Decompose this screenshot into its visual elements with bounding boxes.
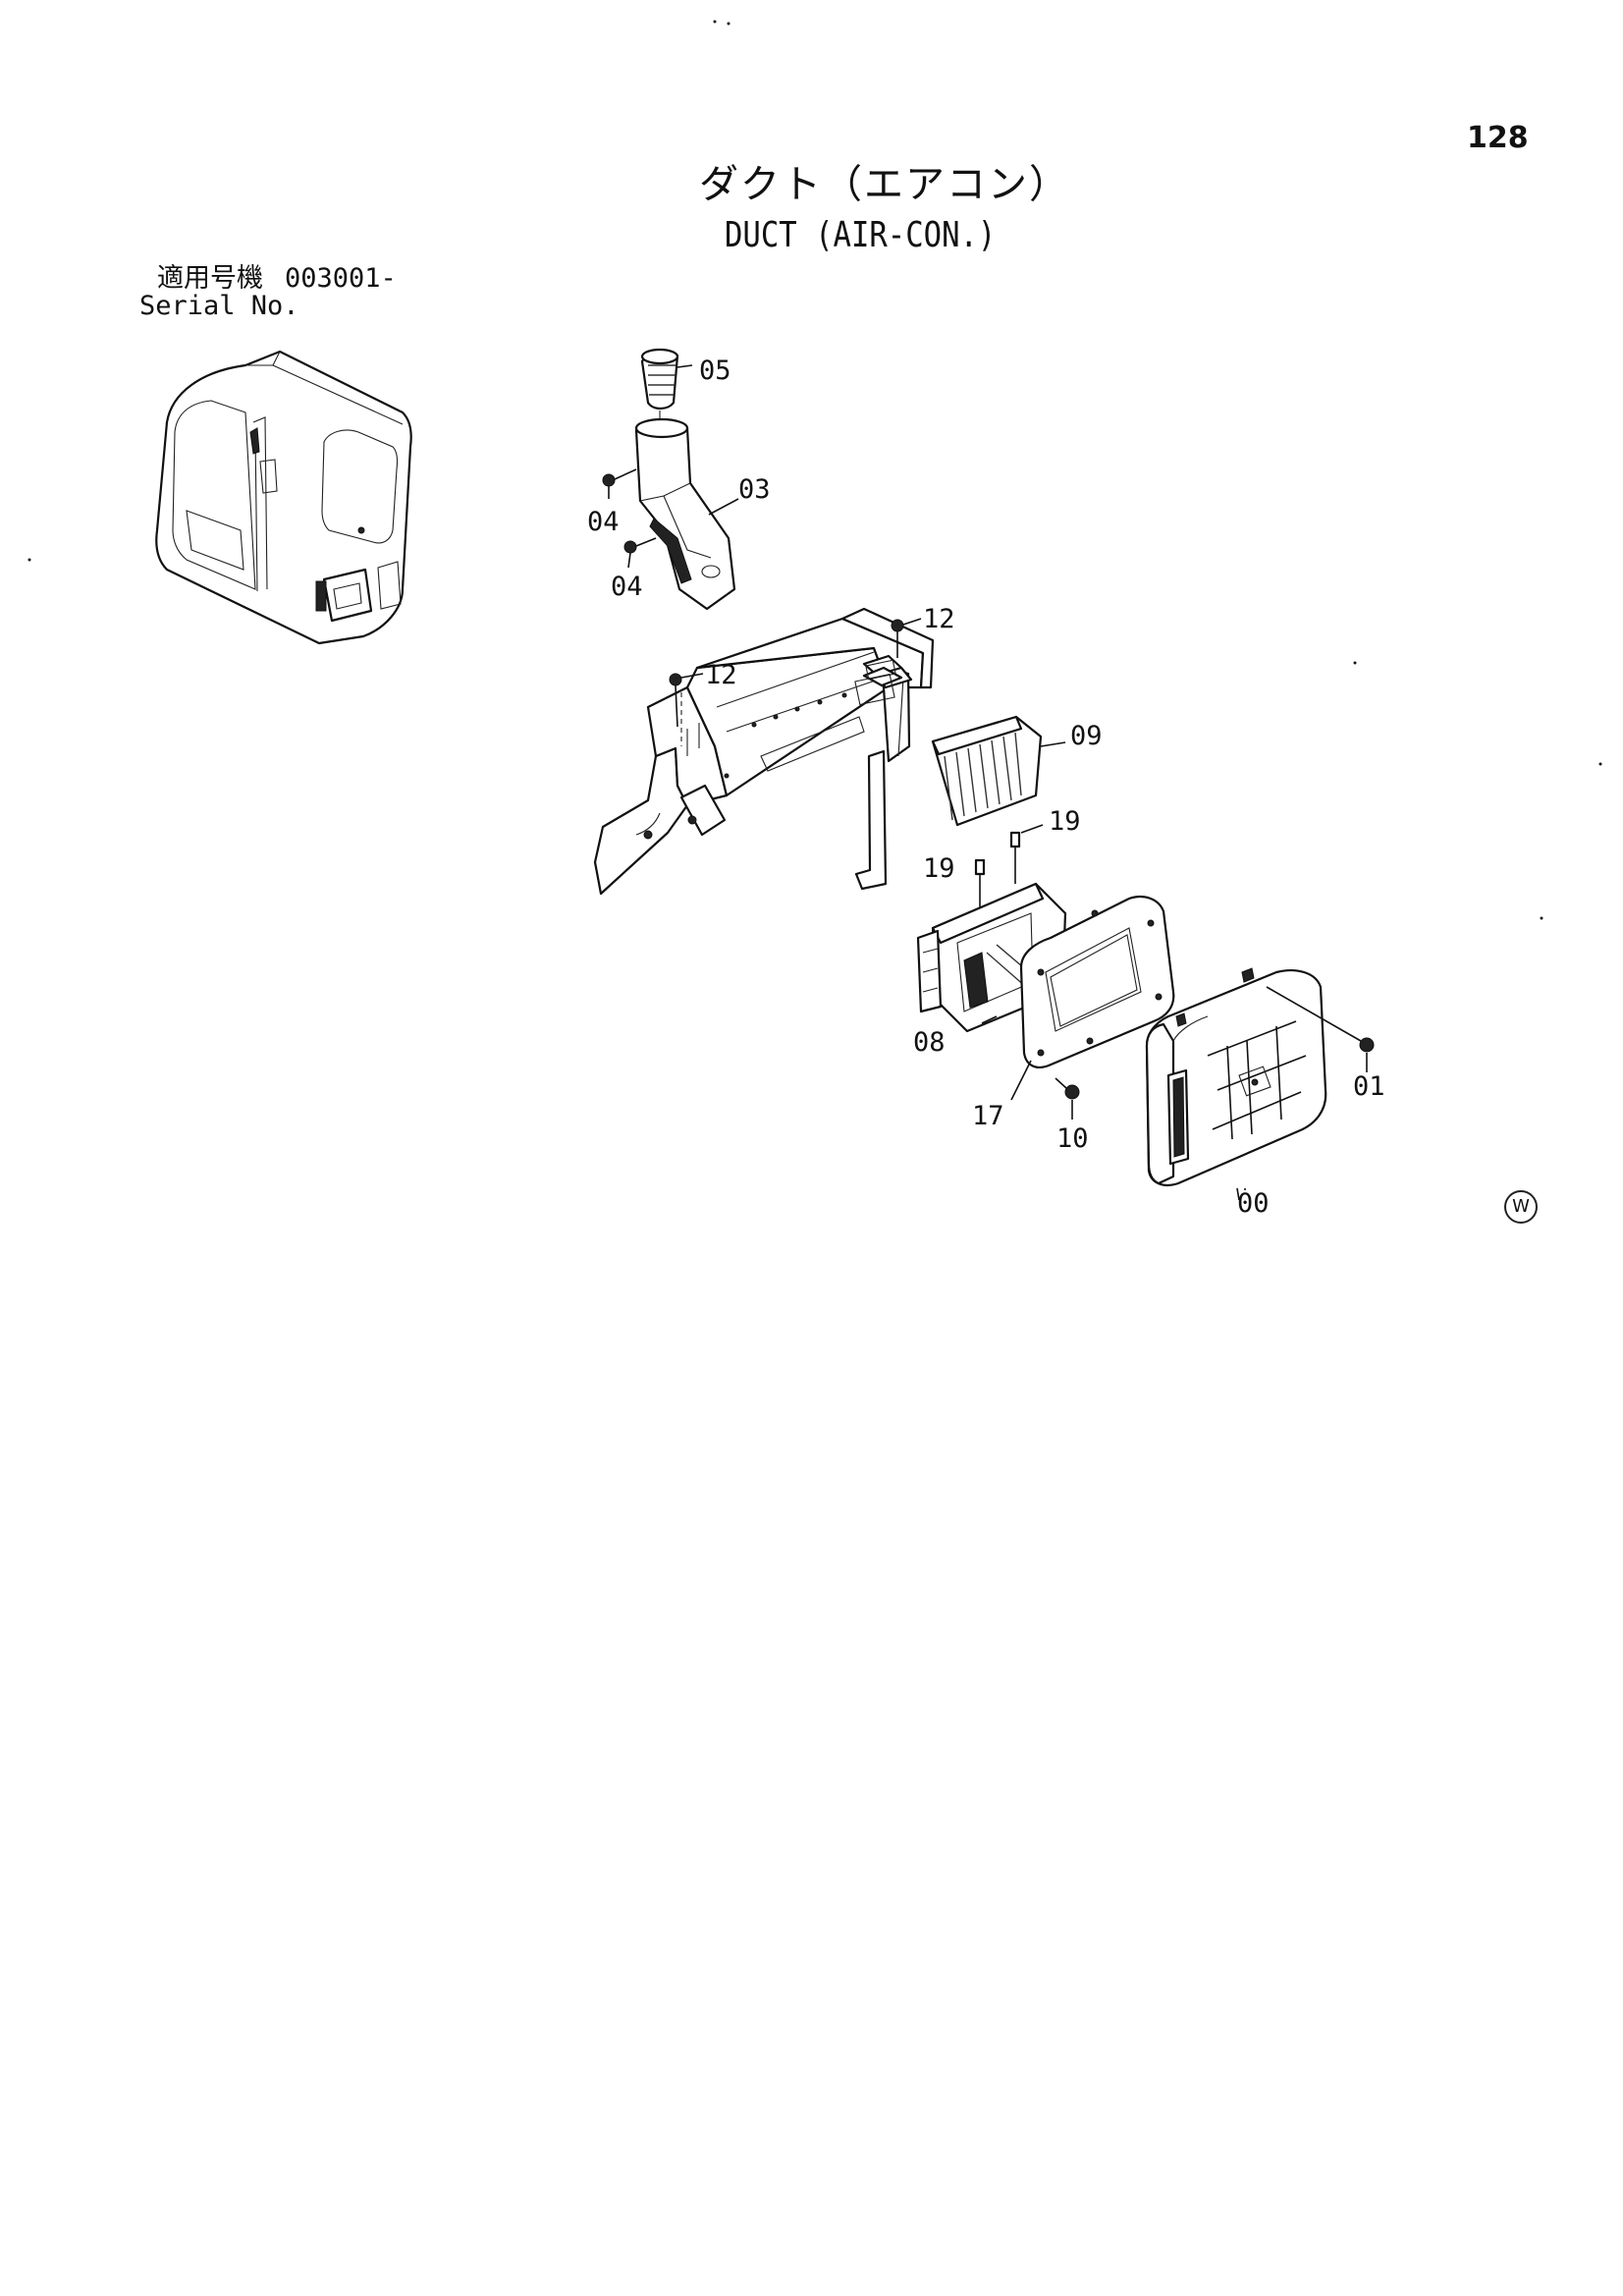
serial-label-japanese: 適用号機	[157, 263, 263, 294]
part-04-bolts	[602, 468, 657, 569]
label-09: 09	[1070, 721, 1103, 751]
label-10: 10	[1056, 1123, 1089, 1154]
label-03: 03	[738, 474, 771, 505]
label-17: 17	[972, 1101, 1004, 1131]
part-03-duct	[634, 417, 739, 611]
serial-number: 003001-	[285, 263, 397, 294]
label-00: 00	[1237, 1188, 1270, 1219]
label-08: 08	[913, 1027, 946, 1058]
label-04-upper: 04	[587, 507, 620, 537]
title-japanese: ダクト（エアコン）	[699, 162, 1070, 207]
label-01: 01	[1353, 1071, 1385, 1102]
label-19-left: 19	[923, 853, 955, 884]
part-12-bolts	[669, 618, 922, 728]
part-01-bolt	[1266, 986, 1375, 1072]
part-19-pins	[974, 824, 1044, 908]
label-04-lower: 04	[611, 572, 643, 602]
label-12-left: 12	[705, 660, 737, 690]
label-19-right: 19	[1049, 806, 1081, 837]
part-09-filter	[931, 715, 1066, 827]
page-number: 128	[1467, 121, 1529, 155]
label-12-right: 12	[923, 604, 955, 634]
part-05-nozzle	[640, 348, 679, 424]
watermark-badge: W	[1504, 1190, 1538, 1224]
part-10-bolt	[1055, 1077, 1080, 1120]
main-duct-assembly	[593, 607, 935, 896]
part-00-cover	[1145, 967, 1327, 1190]
label-05: 05	[699, 355, 731, 386]
serial-label-english: Serial No.	[139, 291, 299, 321]
cab-illustration	[155, 350, 412, 645]
part-17-gasket	[1010, 895, 1175, 1101]
title-english: DUCT (AIR-CON.)	[725, 215, 997, 255]
